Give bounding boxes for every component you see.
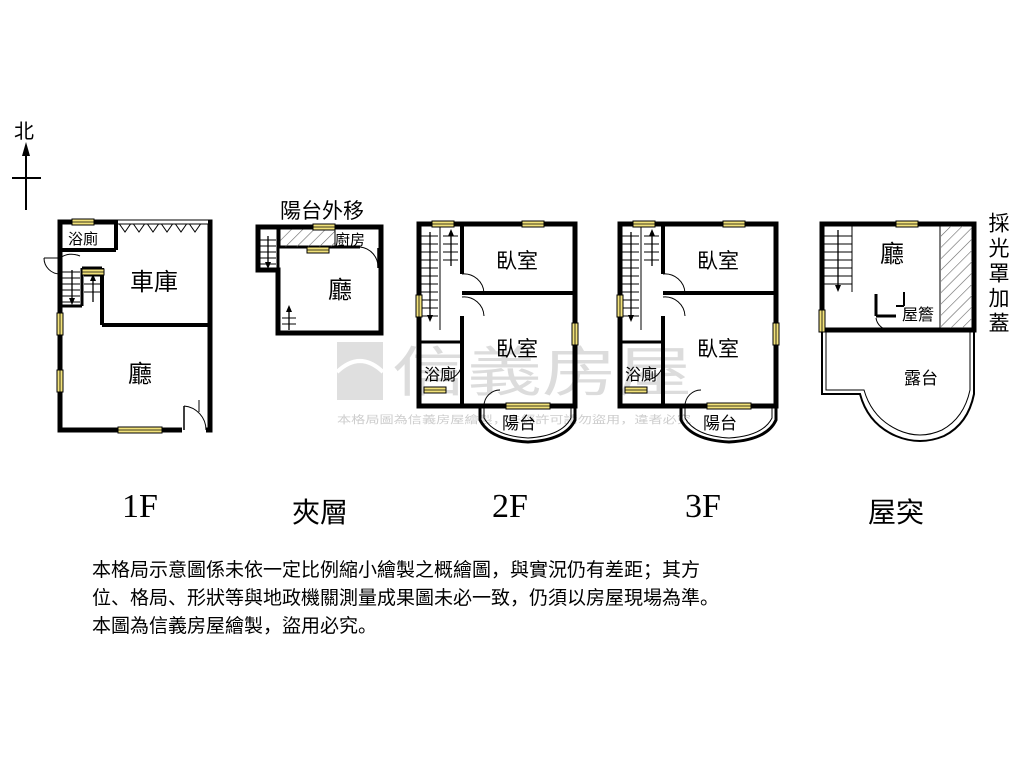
disclaimer-line-1: 本格局示意圖係未依一定比例縮小繪製之概繪圖，與實況仍有差距；其方 bbox=[92, 559, 701, 581]
disclaimer: 本格局示意圖係未依一定比例縮小繪製之概繪圖，與實況仍有差距；其方 位、格局、形狀… bbox=[92, 556, 952, 640]
watermark-logo bbox=[337, 342, 383, 400]
room-label-2f-balcony: 陽台 bbox=[502, 414, 536, 434]
north-arrow-icon bbox=[22, 142, 30, 156]
floor-title-mezz: 夾層 bbox=[292, 496, 348, 529]
plan-2f bbox=[416, 221, 578, 444]
disclaimer-line-3: 本圖為信義房屋繪製，盜用必究。 bbox=[92, 615, 378, 637]
floor-plan-diagram: 信義房屋 本格局圖為信義房屋繪製，未經許可請勿盜用，違者必究 北 bbox=[12, 119, 1010, 529]
room-label-3f-bath: 浴廁 bbox=[625, 365, 657, 384]
watermark-notice: 本格局圖為信義房屋繪製，未經許可請勿盜用，違者必究 bbox=[337, 413, 692, 426]
plan-mezzanine bbox=[255, 224, 384, 336]
roof-side-note: 採光罩加蓋 bbox=[986, 212, 1010, 337]
room-label-roof-eave: 屋簷 bbox=[902, 305, 934, 324]
watermark-brand: 信義房屋 bbox=[392, 341, 692, 404]
plan-roof bbox=[819, 221, 977, 442]
mezzanine-note: 陽台外移 bbox=[280, 199, 364, 223]
room-label-3f-bed1: 臥室 bbox=[697, 249, 739, 273]
room-label-roof-terrace: 露台 bbox=[904, 369, 938, 389]
room-label-1f-bath: 浴廁 bbox=[68, 230, 98, 248]
disclaimer-line-2: 位、格局、形狀等與地政機關測量成果圖未必一致，仍須以房屋現場為準。 bbox=[92, 587, 720, 609]
watermark: 信義房屋 本格局圖為信義房屋繪製，未經許可請勿盜用，違者必究 bbox=[335, 341, 692, 426]
room-label-2f-bed2: 臥室 bbox=[496, 337, 538, 361]
floor-title-1f: 1F bbox=[122, 488, 158, 525]
floor-title-roof: 屋突 bbox=[868, 496, 924, 529]
floor-title-2f: 2F bbox=[492, 488, 528, 525]
room-label-3f-bed2: 臥室 bbox=[697, 337, 739, 361]
room-label-2f-bed1: 臥室 bbox=[496, 249, 538, 273]
room-label-mezz-hall: 廳 bbox=[328, 276, 352, 304]
room-label-1f-garage: 車庫 bbox=[130, 268, 178, 296]
plan-1f bbox=[43, 219, 213, 433]
room-label-1f-hall: 廳 bbox=[128, 360, 152, 388]
room-label-3f-balcony: 陽台 bbox=[703, 414, 737, 434]
room-label-mezz-kitchen: 廚房 bbox=[335, 231, 365, 249]
north-arrow: 北 bbox=[12, 119, 41, 210]
room-label-2f-bath: 浴廁 bbox=[424, 365, 456, 384]
floor-title-3f: 3F bbox=[685, 488, 721, 525]
room-label-roof-hall: 廳 bbox=[880, 240, 904, 268]
compass-label: 北 bbox=[14, 119, 34, 143]
